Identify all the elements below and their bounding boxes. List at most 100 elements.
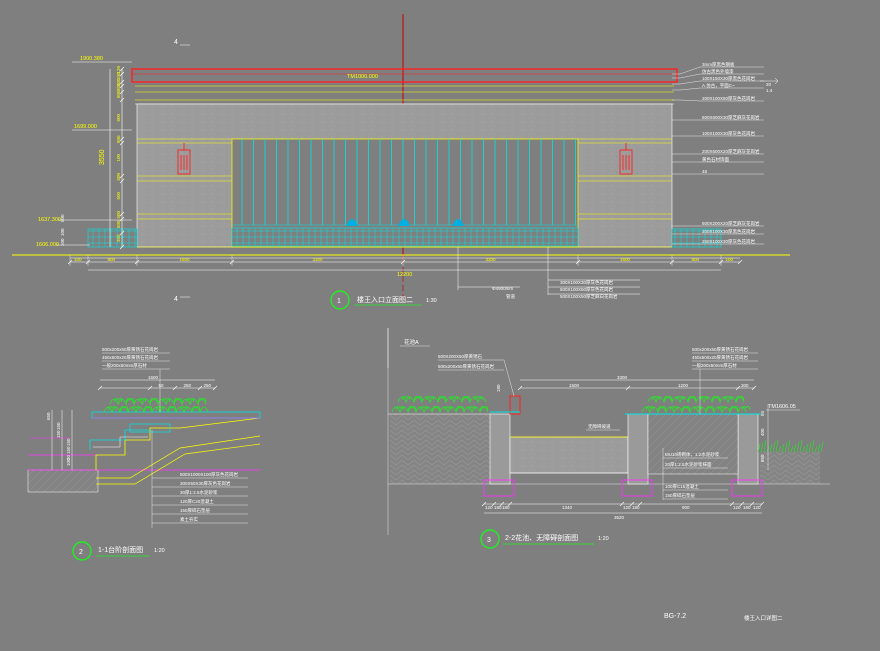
left-small-dim-1: 500 xyxy=(60,214,65,222)
vdim-12: 600 xyxy=(116,220,121,228)
bottom-tag2: 管道 xyxy=(506,293,515,300)
drawing-3-marker xyxy=(480,529,500,549)
d3-tm: TM1606.05 xyxy=(768,404,796,410)
d3-bot-dim-4: 1340 xyxy=(562,505,573,510)
d3-left-tag: 花池A xyxy=(404,338,419,346)
bottom-note-1: 300X100X30厚灰色花岗岩 xyxy=(560,279,614,286)
d3-bot-dim-10: 120 xyxy=(753,505,761,510)
right-dim-1: 20 xyxy=(766,82,772,87)
d2-left-dim-2: 150 xyxy=(56,422,61,430)
vdim-11: 500 xyxy=(116,210,121,218)
drawing-2-title: 1-1台阶剖面图 xyxy=(98,545,143,554)
d3-left-note-2: 500x200x50厚黄锈石花岗岩 xyxy=(438,363,495,370)
drawing-1-title: 楼王入口立面图二 xyxy=(357,295,413,304)
d2-note-1: 500X1000X100厚灰色花岗岩 xyxy=(180,471,239,478)
drawing-1-scale: 1:30 xyxy=(426,298,437,304)
level-top: 1900.380 xyxy=(80,56,103,62)
d3-left-note-1: 500X200X50厚黄锈石 xyxy=(438,353,483,360)
planter-ramp-section-drawing: 花池A 500X200X50厚黄锈石 500x200x50厚黄锈石花岗岩 500… xyxy=(387,328,830,549)
right-note-3: 100X150X30厚黑色花岗岩 xyxy=(702,75,756,82)
vdim-6: 600 xyxy=(116,113,121,121)
d2-left-dim-7: 100 xyxy=(66,458,71,466)
d3-right-note-1: 500x200x50厚黄锈石花岗岩 xyxy=(692,346,749,353)
d2-left-dim-3: 150 xyxy=(56,430,61,438)
drawing-1-number: 1 xyxy=(337,298,341,305)
d2-left-dim-4: 150 xyxy=(66,438,71,446)
vdim-total: 3550 xyxy=(99,149,106,165)
drawing-1-marker xyxy=(330,290,350,310)
vdim-8: 100 xyxy=(116,153,121,161)
d3-seg-dim-3: 300 xyxy=(741,383,749,388)
vdim-2: 100 xyxy=(116,72,121,80)
d2-top-note-2: 450x500x20厚黄锈石花岗岩 xyxy=(102,354,159,361)
hdim-4: 3300 xyxy=(313,257,324,262)
d3-right-vdim-1: 50 xyxy=(760,410,765,416)
d2-left-dim-5: 150 xyxy=(66,446,71,454)
d2-note-3: 30厚1:2.5水泥砂浆 xyxy=(180,489,218,496)
top-tag: TM1000.000 xyxy=(347,74,378,80)
d3-bot-dim-1: 120 xyxy=(485,505,493,510)
drawing-3-title: 2-2花池、无障碍剖面图 xyxy=(505,533,578,542)
hdim-total: 12200 xyxy=(397,272,412,278)
hdim-8: 100 xyxy=(726,257,734,262)
right-note-12: 200X100X30厚黑色花岗岩 xyxy=(702,228,756,235)
d2-left-dim-6: 20 xyxy=(66,454,71,460)
right-note-4: A.仿古，平面C~ xyxy=(702,82,735,89)
hdim-7: 800 xyxy=(692,257,700,262)
d3-note-2: 20厚1:2.5水泥砂浆抹面 xyxy=(665,461,712,468)
left-small-dim-3: 100 xyxy=(60,238,65,246)
d3-bot-dim-8: 120 xyxy=(733,505,741,510)
drawing-2-marker xyxy=(72,541,92,561)
right-note-13: 250X100X30厚灰色花岗岩 xyxy=(702,238,756,245)
level-base: 1606.000 xyxy=(36,242,59,248)
right-note-6: 600X600X30厚芝麻灰花岗岩 xyxy=(702,114,760,121)
d2-note-5: 150厚碎石垫层 xyxy=(180,507,211,514)
right-dim-2: 1.4 xyxy=(766,88,773,93)
hdim-3: 1600 xyxy=(180,257,191,262)
d3-note-4: 150厚碎石垫层 xyxy=(665,492,696,499)
d2-top-note-3: 一般200x50mm厚石材 xyxy=(102,362,147,369)
d2-note-6: 素土夯实 xyxy=(180,516,198,523)
drawing-3-number: 3 xyxy=(487,537,491,544)
grid-label-top: 4 xyxy=(174,39,178,46)
right-note-11: 600X200X20厚芝麻灰花岗岩 xyxy=(702,220,760,227)
d2-seg-dim-3: 250 xyxy=(204,383,212,388)
d3-right-vdim-2: 400 xyxy=(760,428,765,436)
bottom-tag: Φ4900mm xyxy=(492,286,513,291)
bottom-note-3: 500X100X50厚芝麻白花岗岩 xyxy=(560,293,618,300)
level-lower: 1637.300 xyxy=(38,217,61,223)
vdim-9: 600 xyxy=(116,172,121,180)
d3-note-1: MU10砖砌体，1:2水泥砂浆 xyxy=(665,451,720,458)
drawing-2-number: 2 xyxy=(79,549,83,556)
d2-top-dim: 1600 xyxy=(148,375,159,380)
vdim-13: 350 xyxy=(116,234,121,242)
hdim-6: 1600 xyxy=(620,257,631,262)
d3-top-dim: 3300 xyxy=(617,375,628,380)
hdim-2: 800 xyxy=(108,257,116,262)
vdim-1: 120 xyxy=(116,65,121,73)
d3-seg-dim-2: 1200 xyxy=(678,383,689,388)
d3-note-3: 100厚C15混凝土 xyxy=(665,483,699,490)
right-note-2: 仿古黑色外墙漆 xyxy=(702,68,734,75)
d3-right-vdim-3: 850 xyxy=(760,454,765,462)
level-mid: 1699.000 xyxy=(74,124,97,130)
d3-bot-total: 3520 xyxy=(614,515,625,520)
elevation-drawing: 1900.380 1699.000 1637.300 1606.000 1201… xyxy=(12,14,790,310)
d2-seg-dim-1: 50 xyxy=(159,383,165,388)
d3-left-vdim: 180 xyxy=(496,384,501,392)
d3-right-note-2: 450x500x20厚黄锈石花岗岩 xyxy=(692,354,749,361)
right-note-7: 100X100X30厚灰色花岗岩 xyxy=(702,130,756,137)
d3-right-note-3: 一般200x50mm厚石材 xyxy=(692,362,737,369)
vdim-4: 300 xyxy=(116,83,121,91)
bottom-note-2: 500X100X50厚灰色花岗岩 xyxy=(560,286,614,293)
vdim-5: 800 xyxy=(116,90,121,98)
right-note-5: 200X100X50厚灰色花岗岩 xyxy=(702,95,756,102)
vdim-10: 500 xyxy=(116,191,121,199)
d3-bot-dim-5: 120 xyxy=(623,505,631,510)
d2-note-4: 120厚C20混凝土 xyxy=(180,498,214,505)
hdim-5: 3300 xyxy=(486,257,497,262)
d2-note-2: 300X50X30厚灰色花岗岩 xyxy=(180,480,231,487)
